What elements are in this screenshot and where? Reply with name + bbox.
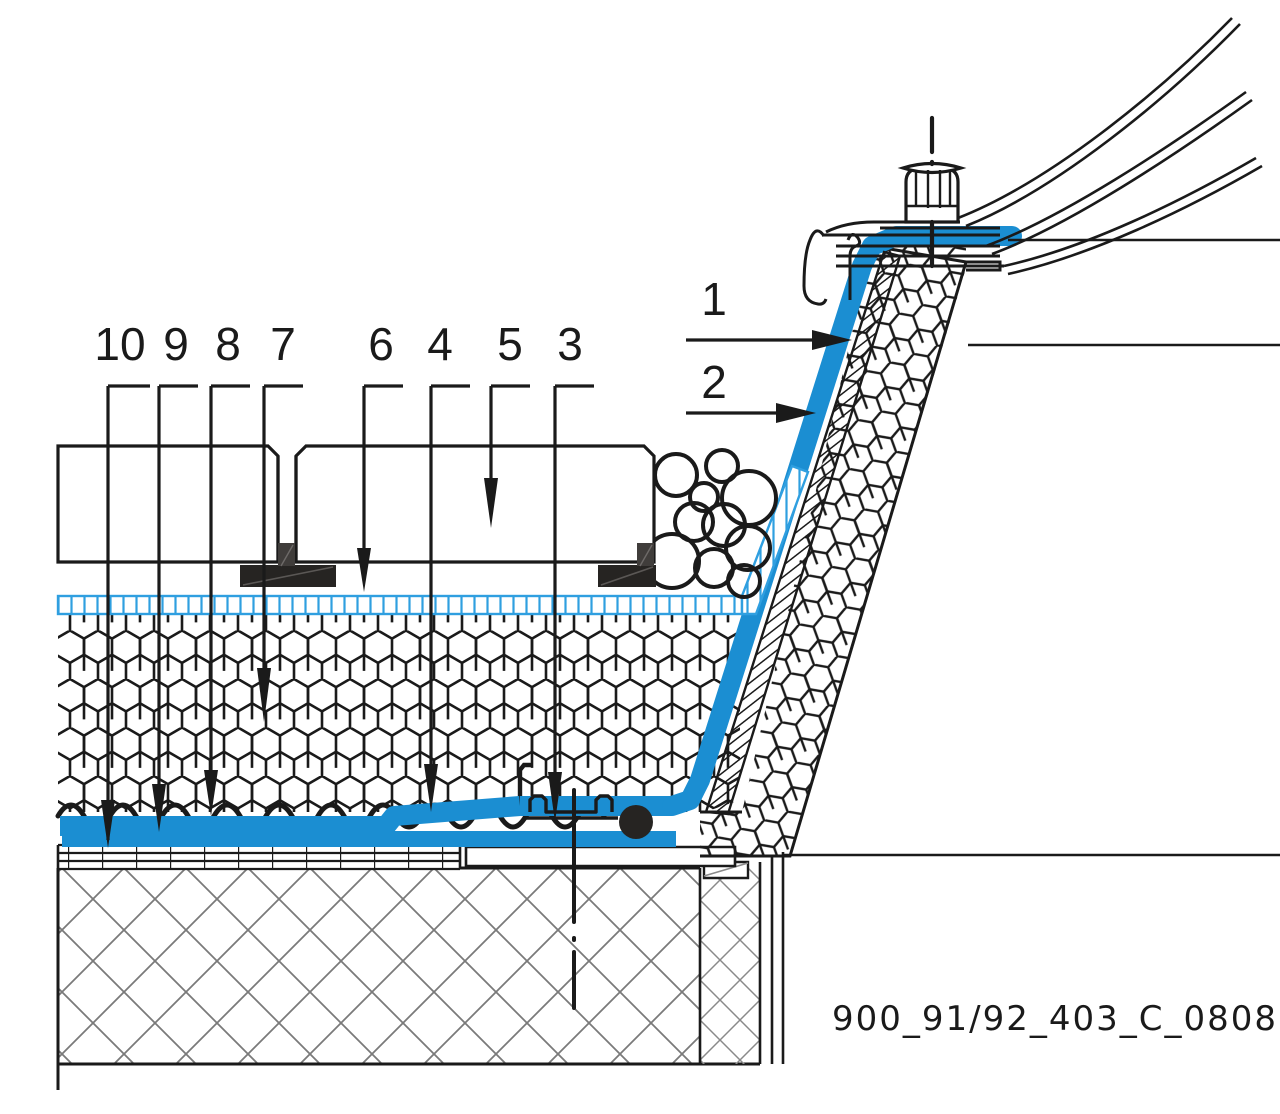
parapet-wall bbox=[698, 852, 785, 1064]
callout-label-3: 3 bbox=[557, 318, 583, 370]
arrowhead-4 bbox=[424, 764, 438, 812]
callout-label-2: 2 bbox=[701, 356, 727, 408]
drawing-number: 900_91/92_403_C_0808 bbox=[832, 999, 1278, 1039]
facade-cladding bbox=[957, 17, 1263, 276]
arrowhead-7 bbox=[257, 668, 271, 722]
callout-numbers: 10 9 8 7 6 4 5 3 1 2 bbox=[94, 273, 726, 408]
callout-leaders-left bbox=[106, 384, 594, 840]
paving-slabs bbox=[56, 444, 656, 564]
arrowhead-1 bbox=[812, 330, 852, 350]
metal-deck bbox=[56, 843, 737, 871]
callout-label-6: 6 bbox=[368, 318, 394, 370]
arrowhead-9 bbox=[152, 784, 166, 832]
arrowhead-6 bbox=[357, 548, 371, 592]
arrowhead-3 bbox=[548, 772, 562, 822]
roof-edge-assembly bbox=[802, 220, 1004, 306]
arrowhead-8 bbox=[204, 770, 218, 816]
concrete-structure bbox=[56, 866, 760, 1090]
fastener-cap bbox=[897, 115, 967, 269]
callout-label-10: 10 bbox=[94, 318, 145, 370]
callout-arrowheads-left bbox=[101, 478, 562, 848]
callout-label-9: 9 bbox=[163, 318, 189, 370]
callout-arrowheads-right bbox=[776, 330, 852, 423]
callout-label-7: 7 bbox=[270, 318, 296, 370]
thermal-insulation-flat bbox=[58, 614, 740, 812]
sealant-bead bbox=[619, 805, 653, 839]
callout-leaders-right bbox=[686, 338, 818, 415]
callout-label-1: 1 bbox=[701, 273, 727, 325]
callout-label-4: 4 bbox=[427, 318, 453, 370]
edge-retaining-profile bbox=[524, 794, 653, 839]
arrowhead-2 bbox=[776, 403, 816, 423]
arrowhead-5 bbox=[484, 478, 498, 528]
arrowhead-10 bbox=[101, 800, 115, 848]
callout-label-5: 5 bbox=[497, 318, 523, 370]
separation-fleece bbox=[56, 464, 810, 616]
gravel-ballast bbox=[643, 448, 778, 599]
callout-label-8: 8 bbox=[215, 318, 241, 370]
